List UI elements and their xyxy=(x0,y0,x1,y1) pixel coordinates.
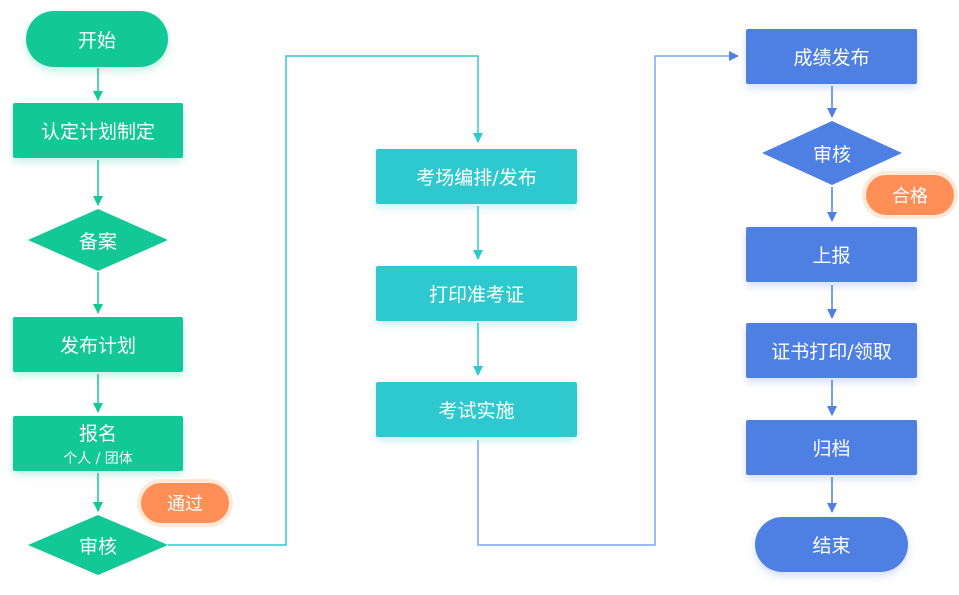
plan-approval-node: 认定计划制定 xyxy=(13,103,183,158)
register-label: 报名 xyxy=(78,423,117,445)
end-label: 结束 xyxy=(812,535,851,557)
diamond-review-2 xyxy=(762,121,902,185)
review-1-label: 审核 xyxy=(28,515,168,575)
arrange-node: 考场编排/发布 xyxy=(376,149,577,204)
qualified-badge: 合格 xyxy=(866,175,954,215)
start-node: 开始 xyxy=(26,11,168,67)
exam-label: 考试实施 xyxy=(438,400,515,422)
results-node: 成绩发布 xyxy=(746,29,917,84)
filing-text: 备案 xyxy=(78,230,117,253)
start-label: 开始 xyxy=(77,29,116,52)
qualified-badge-text: 合格 xyxy=(892,186,928,207)
exam-node: 考试实施 xyxy=(376,382,577,437)
archive-label: 归档 xyxy=(812,438,851,460)
connector-review-to-arrange xyxy=(168,55,483,546)
report-label: 上报 xyxy=(812,245,851,267)
report-node: 上报 xyxy=(746,227,917,282)
pass-badge-text: 通过 xyxy=(167,494,203,515)
pass-badge: 通过 xyxy=(141,483,229,523)
certificate-label: 证书打印/领取 xyxy=(771,341,892,363)
results-label: 成绩发布 xyxy=(793,47,870,69)
filing-label: 备案 xyxy=(28,209,168,271)
publish-plan-node: 发布计划 xyxy=(13,317,183,372)
review-1-text: 审核 xyxy=(78,535,117,558)
publish-plan-label: 发布计划 xyxy=(59,335,136,357)
print-ticket-label: 打印准考证 xyxy=(428,284,524,306)
connector-exam-to-results xyxy=(477,51,739,546)
plan-approval-label: 认定计划制定 xyxy=(40,121,155,143)
register-node: 报名 个人 / 团体 xyxy=(13,416,183,471)
end-node: 结束 xyxy=(755,517,908,572)
arrange-label: 考场编排/发布 xyxy=(416,167,537,189)
review-2-text: 审核 xyxy=(812,143,851,166)
review-2-label: 审核 xyxy=(762,121,902,185)
diamond-review-1 xyxy=(28,515,168,575)
print-ticket-node: 打印准考证 xyxy=(376,266,577,321)
diamond-filing xyxy=(28,209,168,271)
register-sub-label: 个人 / 团体 xyxy=(63,451,133,467)
certificate-node: 证书打印/领取 xyxy=(746,323,917,378)
archive-node: 归档 xyxy=(746,420,917,475)
